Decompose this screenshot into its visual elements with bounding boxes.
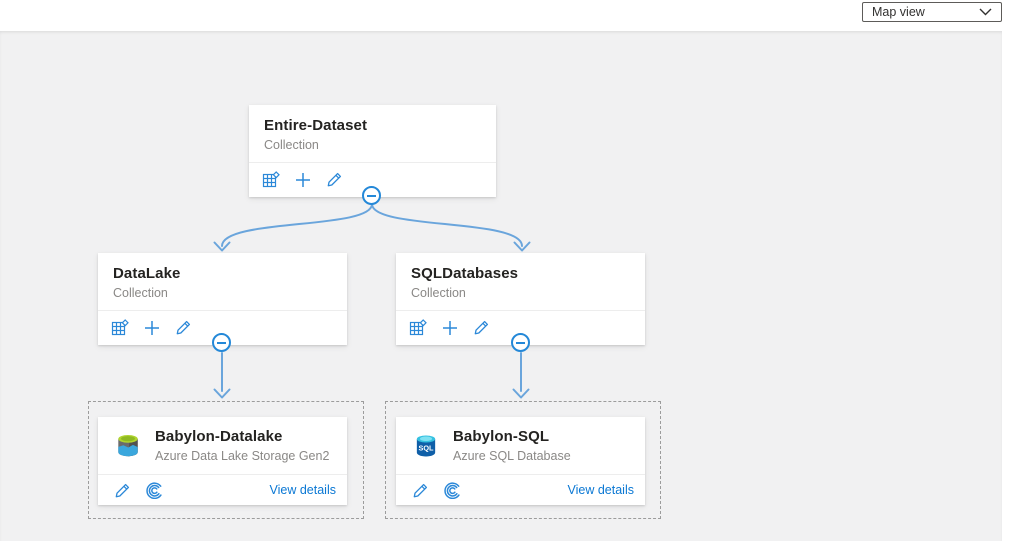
edit-icon[interactable] [175, 319, 192, 336]
view-mode-select[interactable]: Map view [862, 2, 1002, 22]
collection-title: SQLDatabases [411, 265, 519, 282]
source-text: Babylon-SQL Azure SQL Database [453, 428, 571, 463]
source-action-bar: View details [396, 474, 645, 505]
card-action-bar [396, 310, 645, 344]
grid-icon[interactable] [409, 319, 427, 336]
top-toolbar: Map view [0, 0, 1024, 31]
source-head: Babylon-Datalake Azure Data Lake Storage… [98, 417, 347, 474]
collapse-button-datalake[interactable] [212, 333, 231, 352]
view-details-link[interactable]: View details [567, 483, 634, 497]
collection-card-datalake: DataLake Collection [98, 253, 347, 345]
sql-badge-text: SQL [418, 443, 434, 452]
collection-type-label: Collection [264, 138, 319, 152]
minus-icon [217, 341, 226, 344]
collection-title: Entire-Dataset [264, 117, 368, 134]
collection-type-label: Collection [113, 286, 168, 300]
add-icon[interactable] [442, 320, 458, 336]
arrowhead-datalake [213, 241, 231, 252]
source-type-label: Azure SQL Database [453, 449, 571, 463]
card-head: Entire-Dataset Collection [249, 105, 496, 162]
source-title: Babylon-Datalake [155, 428, 283, 445]
chevron-down-icon [979, 8, 992, 16]
source-card-babylon-datalake: Babylon-Datalake Azure Data Lake Storage… [98, 417, 347, 505]
view-mode-value: Map view [872, 5, 925, 19]
grid-icon[interactable] [111, 319, 129, 336]
scan-icon[interactable] [444, 481, 461, 499]
edit-icon[interactable] [473, 319, 490, 336]
azure-data-lake-storage-gen2-icon [118, 434, 138, 456]
card-action-bar [98, 310, 347, 344]
source-head: SQL Babylon-SQL Azure SQL Database [396, 417, 645, 474]
collapse-button-sqldatabases[interactable] [511, 333, 530, 352]
scan-icon[interactable] [146, 481, 163, 499]
source-action-bar: View details [98, 474, 347, 505]
edit-icon[interactable] [326, 171, 343, 188]
add-icon[interactable] [295, 172, 311, 188]
collection-card-sqldatabases: SQLDatabases Collection [396, 253, 645, 345]
map-canvas[interactable]: Entire-Dataset Collection [0, 31, 1002, 541]
add-icon[interactable] [144, 320, 160, 336]
edit-icon[interactable] [412, 482, 429, 499]
view-details-link[interactable]: View details [269, 483, 336, 497]
source-group-datalake: Babylon-Datalake Azure Data Lake Storage… [88, 401, 364, 519]
collapse-button-entire-dataset[interactable] [362, 186, 381, 205]
azure-sql-database-icon: SQL [416, 434, 436, 456]
card-action-bar [249, 162, 496, 196]
arrowhead-sqldatabases [513, 241, 531, 252]
source-group-sql: SQL Babylon-SQL Azure SQL Database [385, 401, 661, 519]
edit-icon[interactable] [114, 482, 131, 499]
grid-icon[interactable] [262, 171, 280, 188]
arrowhead-sql-source [512, 388, 530, 399]
source-type-label: Azure Data Lake Storage Gen2 [155, 449, 330, 463]
edge-root-to-sqldatabases [371, 203, 523, 247]
source-title: Babylon-SQL [453, 428, 550, 445]
edge-root-to-datalake [221, 203, 373, 247]
arrowhead-datalake-source [213, 388, 231, 399]
card-head: SQLDatabases Collection [396, 253, 645, 310]
collection-type-label: Collection [411, 286, 466, 300]
collection-card-entire-dataset: Entire-Dataset Collection [249, 105, 496, 197]
card-head: DataLake Collection [98, 253, 347, 310]
source-text: Babylon-Datalake Azure Data Lake Storage… [155, 428, 329, 463]
collection-title: DataLake [113, 265, 181, 282]
minus-icon [367, 194, 376, 197]
minus-icon [516, 341, 525, 344]
source-card-babylon-sql: SQL Babylon-SQL Azure SQL Database [396, 417, 645, 505]
